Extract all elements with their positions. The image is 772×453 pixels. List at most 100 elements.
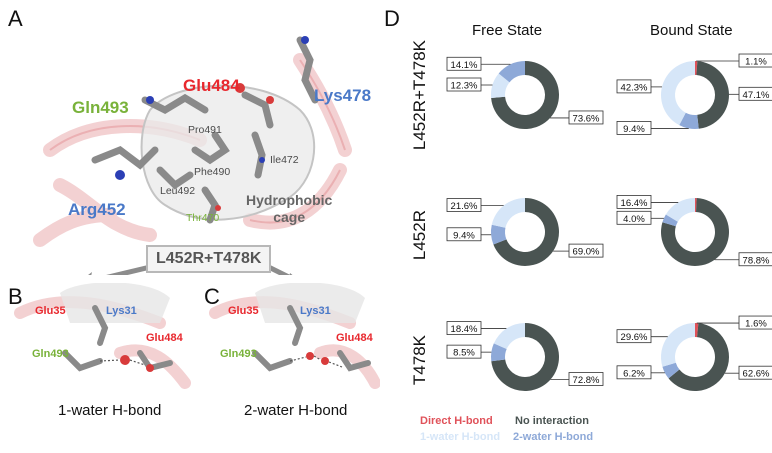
donut-value-label-5-3: 29.6% xyxy=(621,332,648,343)
donut-label-box-3-1 xyxy=(738,252,772,267)
donut-label-box-1-3 xyxy=(616,79,652,94)
donut-slice-0-1 xyxy=(491,73,510,98)
donut-label-box-5-2 xyxy=(616,365,652,380)
b-label-glu35: Glu35 xyxy=(35,305,66,317)
donut-value-label-5-1: 62.6% xyxy=(743,369,770,380)
donut-slice-2-1 xyxy=(491,224,507,245)
donut-slice-3-1 xyxy=(661,198,729,266)
label-arg452: Arg452 xyxy=(68,200,126,219)
donut-value-label-4-0: 72.8% xyxy=(573,375,600,386)
donut-charts: 73.6%12.3%14.1%1.1%47.1%9.4%42.3%69.0%9.… xyxy=(446,53,772,391)
legend-item-direct: Direct H-bond xyxy=(420,415,493,427)
donut-value-label-2-0: 69.0% xyxy=(573,247,600,258)
donut-slice-2-2 xyxy=(491,198,525,228)
donut-slice-5-2 xyxy=(662,362,680,379)
panel-letter-b: B xyxy=(8,284,23,309)
donut-label-box-5-3 xyxy=(616,329,652,344)
donut-label-box-5-0 xyxy=(738,315,772,330)
donut-label-box-2-2 xyxy=(446,198,482,212)
b-label-glu484: Glu484 xyxy=(146,332,183,344)
col-title-bound: Bound State xyxy=(650,22,733,39)
donut-label-box-1-0 xyxy=(738,53,772,68)
donut-value-label-4-2: 18.4% xyxy=(451,324,478,335)
donut-label-box-1-2 xyxy=(616,121,652,135)
donut-value-label-1-0: 1.1% xyxy=(745,57,767,68)
donut-slice-3-3 xyxy=(665,198,695,222)
donut-slice-3-0 xyxy=(695,198,697,213)
row-title-l452r: L452R xyxy=(410,209,429,261)
donut-value-label-1-3: 42.3% xyxy=(621,82,648,93)
donut-slice-5-3 xyxy=(661,323,695,367)
label-phe490: Phe490 xyxy=(194,166,231,178)
donut-value-label-0-0: 73.6% xyxy=(573,113,600,124)
donut-slice-1-2 xyxy=(679,112,699,129)
donut-slice-4-2 xyxy=(493,323,525,350)
donut-label-box-0-1 xyxy=(446,77,482,92)
donut-slice-3-2 xyxy=(662,214,678,227)
donut-value-label-3-1: 78.8% xyxy=(743,255,770,266)
donut-value-label-5-2: 6.2% xyxy=(623,368,645,379)
donut-label-box-4-0 xyxy=(568,372,604,386)
donut-value-label-4-1: 8.5% xyxy=(453,348,475,359)
row-title-l452r-t478k: L452R+T478K xyxy=(410,39,429,151)
panel-letter-c: C xyxy=(204,284,220,309)
panel-letter-d: D xyxy=(384,6,400,31)
donut-value-label-5-0: 1.6% xyxy=(745,319,767,330)
donut-value-label-0-1: 12.3% xyxy=(451,81,478,92)
donut-slice-2-0 xyxy=(493,198,559,267)
c-label-lys31: Lys31 xyxy=(300,305,331,317)
donut-slice-1-0 xyxy=(695,61,698,76)
label-leu492: Leu492 xyxy=(160,185,196,197)
legend-label-2water: 2-water H-bond xyxy=(513,431,594,443)
donut-label-box-1-1 xyxy=(738,86,772,101)
donut-label-box-3-3 xyxy=(616,195,652,209)
b-label-lys31: Lys31 xyxy=(106,305,137,317)
b-label-gln493: Gln493 xyxy=(32,348,69,360)
donut-slice-4-0 xyxy=(491,323,559,391)
row-title-wrap-2: T478K xyxy=(410,320,430,400)
label-pro491: Pro491 xyxy=(188,124,222,136)
donut-slice-5-0 xyxy=(695,323,699,338)
row-title-wrap-1: L452R xyxy=(410,195,430,275)
donut-label-box-3-2 xyxy=(616,210,652,225)
donut-slice-0-0 xyxy=(491,61,559,129)
c-label-glu35: Glu35 xyxy=(228,305,259,317)
donut-value-label-1-1: 47.1% xyxy=(743,90,770,101)
label-thr470: Thr470 xyxy=(186,212,220,224)
hydrophobic-cage-label: Hydrophobic cage xyxy=(246,192,332,226)
panel-bc-structure-illustration xyxy=(14,283,380,389)
legend-item-none: No interaction xyxy=(515,415,589,427)
panel-a-structure-illustration xyxy=(33,36,352,275)
label-lys478: Lys478 xyxy=(314,86,372,105)
donut-label-box-0-0 xyxy=(568,110,604,125)
c-label-gln493: Gln493 xyxy=(220,348,257,360)
col-title-free: Free State xyxy=(472,22,543,39)
c-label-glu484: Glu484 xyxy=(336,332,373,344)
donut-slice-4-1 xyxy=(491,343,507,362)
legend-item-1water: 1-water H-bond xyxy=(420,431,500,443)
donut-value-label-3-2: 4.0% xyxy=(623,214,645,225)
donut-label-box-2-1 xyxy=(446,227,482,242)
donut-slice-1-3 xyxy=(661,61,695,126)
legend-item-2water: 2-water H-bond xyxy=(513,431,593,443)
donut-slice-1-1 xyxy=(696,61,729,129)
label-gln493: Gln493 xyxy=(72,98,129,117)
donut-value-label-3-3: 16.4% xyxy=(621,198,648,209)
panel-letter-a: A xyxy=(8,6,23,31)
donut-label-box-5-1 xyxy=(738,365,772,380)
donut-slice-0-2 xyxy=(498,61,525,83)
legend-label-direct: Direct H-bond xyxy=(420,415,493,427)
label-glu484: Glu484 xyxy=(183,76,240,95)
donut-label-box-0-2 xyxy=(446,56,482,71)
donut-value-label-1-2: 9.4% xyxy=(623,124,645,135)
donut-label-box-4-1 xyxy=(446,344,482,359)
donut-value-label-2-2: 21.6% xyxy=(451,201,478,212)
legend-label-none: No interaction xyxy=(515,415,589,427)
donut-slice-5-1 xyxy=(668,323,729,391)
label-ile472: Ile472 xyxy=(270,154,299,166)
row-title-t478k: T478K xyxy=(410,334,429,386)
donut-value-label-2-1: 9.4% xyxy=(453,230,475,241)
donut-label-box-4-2 xyxy=(446,321,482,335)
mutation-box: L452R+T478K xyxy=(146,245,272,273)
c-caption: 2-water H-bond xyxy=(244,402,348,419)
